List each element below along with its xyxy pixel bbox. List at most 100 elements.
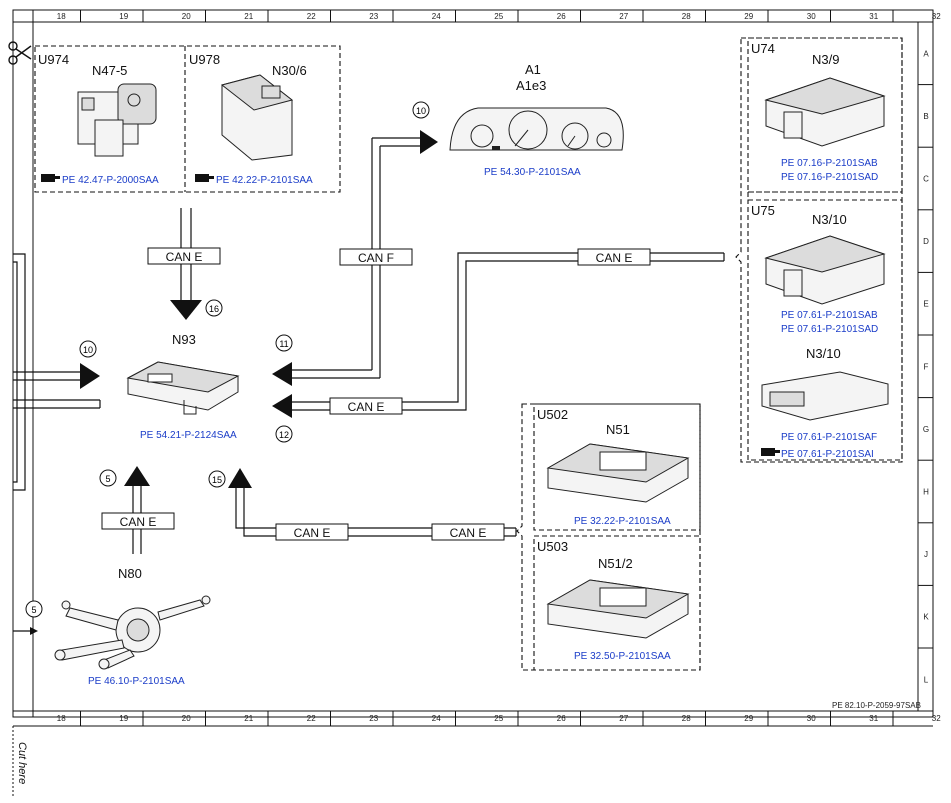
column-label-top: 31	[869, 12, 878, 21]
column-label-bottom: 30	[807, 714, 816, 723]
wire-left-stub	[13, 399, 101, 409]
column-label-bottom: 25	[494, 714, 503, 723]
can-e-bottom2-label: CAN E	[431, 523, 505, 541]
group-label-u978: U978	[189, 52, 220, 67]
ref-n93: PE 54.21-P-2124SAA	[140, 430, 237, 441]
arrow-left-to-n93-can-e	[272, 394, 292, 418]
marker-15-text: 15	[212, 475, 222, 485]
cut-here-label: Cut here	[16, 742, 28, 784]
column-label-top: 18	[57, 12, 66, 21]
column-label-top: 19	[119, 12, 128, 21]
can-e-n80-text: CAN E	[120, 515, 157, 529]
row-label: A	[923, 49, 929, 58]
component-name-n47-5: N47-5	[92, 63, 127, 78]
doc-reference: PE 82.10-P-2059-97SAB	[832, 701, 921, 710]
arrow-right-to-n80	[30, 627, 38, 635]
ref-n3-10b-sai: PE 07.61-P-2101SAI	[781, 449, 874, 460]
can-e-top-text: CAN E	[166, 250, 203, 264]
can-f-text: CAN F	[358, 251, 394, 265]
n30-6-unit-drawing	[220, 74, 294, 161]
marker-10-top: 10	[412, 101, 430, 119]
component-name-a1: A1	[525, 62, 541, 77]
component-name-n3-9: N3/9	[812, 52, 839, 67]
can-e-n93-text: CAN E	[348, 400, 385, 414]
column-label-bottom: 19	[119, 714, 128, 723]
n3-10a-ecu-drawing	[764, 235, 886, 305]
n47-5-unit-drawing	[77, 83, 157, 157]
group-box-u502	[533, 403, 701, 531]
ref-n80: PE 46.10-P-2101SAA	[88, 676, 185, 687]
marker-10-left: 10	[79, 340, 97, 358]
ref-n3-10a-sab: PE 07.61-P-2101SAB	[781, 310, 878, 321]
column-label-top: 23	[369, 12, 378, 21]
ref-a1: PE 54.30-P-2101SAA	[484, 167, 581, 178]
wire-can-f	[371, 137, 420, 378]
n3-9-ecu-drawing	[764, 77, 886, 147]
column-label-top: 26	[557, 12, 566, 21]
group-box-u502-u503	[516, 403, 701, 671]
marker-5-text: 5	[105, 474, 110, 484]
column-label-top: 29	[744, 12, 753, 21]
component-name-n51: N51	[606, 422, 630, 437]
component-name-n93: N93	[172, 332, 196, 347]
marker-12-text: 12	[279, 430, 289, 440]
group-label-u74: U74	[751, 41, 775, 56]
marker-10-top-text: 10	[416, 106, 426, 116]
arrow-left-to-n93-can-f	[272, 362, 292, 386]
column-label-top: 24	[432, 12, 441, 21]
arrow-up-to-n93-bottom	[228, 468, 252, 488]
column-label-bottom: 21	[244, 714, 253, 723]
column-label-bottom: 18	[57, 714, 66, 723]
hand-pointer-icon	[41, 174, 60, 182]
column-label-bottom: 28	[682, 714, 691, 723]
group-box-u503	[533, 535, 701, 671]
ref-n30-6: PE 42.22-P-2101SAA	[216, 175, 313, 186]
wire-can-e-right	[292, 252, 725, 411]
can-e-n93-label: CAN E	[329, 397, 403, 415]
hand-pointer-icon	[761, 448, 780, 456]
column-label-top: 27	[619, 12, 628, 21]
row-label: E	[923, 300, 928, 309]
component-name-n30-6: N30/6	[272, 63, 307, 78]
marker-10-left-text: 10	[83, 345, 93, 355]
n93-module-drawing	[126, 361, 240, 415]
wire-left-to-n93	[13, 371, 80, 381]
marker-15: 15	[208, 470, 226, 488]
n51-2-unit-drawing	[546, 579, 690, 639]
ref-n47-5: PE 42.47-P-2000SAA	[62, 175, 159, 186]
column-label-bottom: 31	[869, 714, 878, 723]
column-label-bottom: 23	[369, 714, 378, 723]
row-label: K	[923, 613, 929, 622]
group-box-u74	[747, 37, 903, 193]
can-e-bottom1-text: CAN E	[294, 526, 331, 540]
row-label: D	[923, 237, 929, 246]
arrow-right-to-n93-left	[80, 363, 100, 389]
marker-5: 5	[99, 469, 117, 487]
n80-switch-drawing	[54, 595, 211, 670]
group-label-u75: U75	[751, 203, 775, 218]
row-label: F	[924, 362, 929, 371]
marker-5-left-text: 5	[31, 605, 36, 615]
arrow-down-to-n93	[170, 300, 202, 320]
ref-n51: PE 32.22-P-2101SAA	[574, 516, 671, 527]
row-label: C	[923, 175, 929, 184]
instrument-cluster-drawing	[449, 107, 624, 151]
column-label-top: 32	[932, 12, 941, 21]
marker-16-text: 16	[209, 304, 219, 314]
can-e-n80-label: CAN E	[101, 512, 175, 530]
can-e-right-text: CAN E	[596, 251, 633, 265]
column-label-top: 20	[182, 12, 191, 21]
row-label: J	[924, 550, 928, 559]
row-label: H	[923, 488, 929, 497]
can-e-bottom1-label: CAN E	[275, 523, 349, 541]
n51-unit-drawing	[546, 443, 690, 503]
column-label-bottom: 26	[557, 714, 566, 723]
component-name-n3-10b: N3/10	[806, 346, 841, 361]
arrow-up-from-n80	[124, 466, 150, 486]
column-label-bottom: 20	[182, 714, 191, 723]
ref-n51-2: PE 32.50-P-2101SAA	[574, 651, 671, 662]
